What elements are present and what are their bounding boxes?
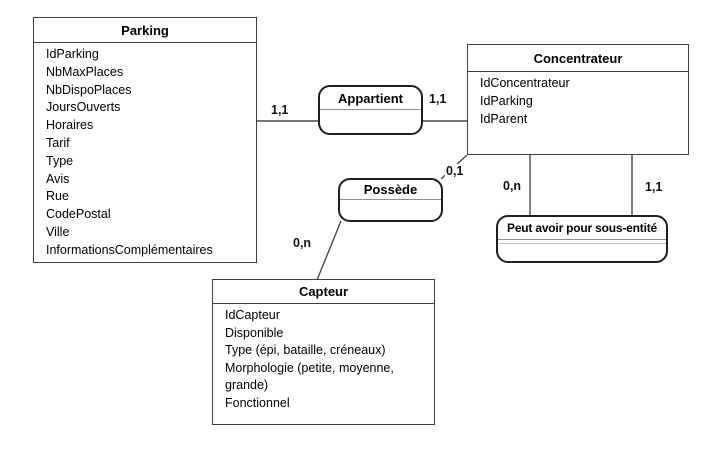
attribute: IdCapteur: [225, 308, 280, 322]
cardinality-concentrateur-appartient: 1,1: [428, 92, 448, 106]
attribute: Disponible: [225, 325, 284, 340]
association-appartient-title: Appartient: [320, 87, 421, 110]
association-sous-entite-title: Peut avoir pour sous-entité: [498, 217, 666, 240]
cardinality-sous-entite-parent: 0,n: [502, 179, 523, 193]
attribute: InformationsComplémentaires: [46, 242, 213, 257]
association-appartient-body: [320, 110, 421, 133]
association-sous-entite: Peut avoir pour sous-entité: [496, 215, 668, 263]
cardinality-capteur-possede: 0,n: [292, 236, 313, 250]
entity-capteur-title: Capteur: [213, 280, 434, 304]
attribute: Morphologie (petite, moyenne, grande): [225, 360, 394, 393]
attribute: Rue: [46, 189, 69, 204]
attribute: Ville: [46, 224, 70, 239]
attribute: IdConcentrateur: [480, 76, 570, 90]
attribute: NbMaxPlaces: [46, 64, 124, 79]
association-possede-body: [340, 200, 441, 220]
connector-possede-capteur: [316, 220, 342, 281]
attribute: JoursOuverts: [46, 100, 121, 115]
cardinality-parking-appartient: 1,1: [270, 103, 290, 117]
attribute: NbDispoPlaces: [46, 82, 132, 97]
attribute: IdParking: [480, 93, 533, 108]
attribute: IdParking: [46, 47, 99, 61]
cardinality-sous-entite-child: 1,1: [644, 180, 664, 194]
attribute: CodePostal: [46, 207, 111, 222]
association-possede: Possède: [338, 178, 443, 222]
attribute: Avis: [46, 171, 70, 186]
attribute: Fonctionnel: [225, 395, 290, 410]
association-possede-title: Possède: [340, 180, 441, 200]
attribute: Type (épi, bataille, créneaux): [225, 343, 386, 357]
attribute: Type: [46, 153, 74, 168]
attribute: IdParent: [480, 111, 528, 126]
attribute: Tarif: [46, 135, 70, 150]
attribute: Horaires: [46, 118, 94, 133]
cardinality-concentrateur-possede: 0,1: [445, 164, 465, 178]
entity-concentrateur-title: Concentrateur: [468, 45, 688, 72]
association-appartient: Appartient: [318, 85, 423, 135]
entity-parking-title: Parking: [34, 18, 256, 43]
association-sous-entite-body: [498, 243, 666, 261]
